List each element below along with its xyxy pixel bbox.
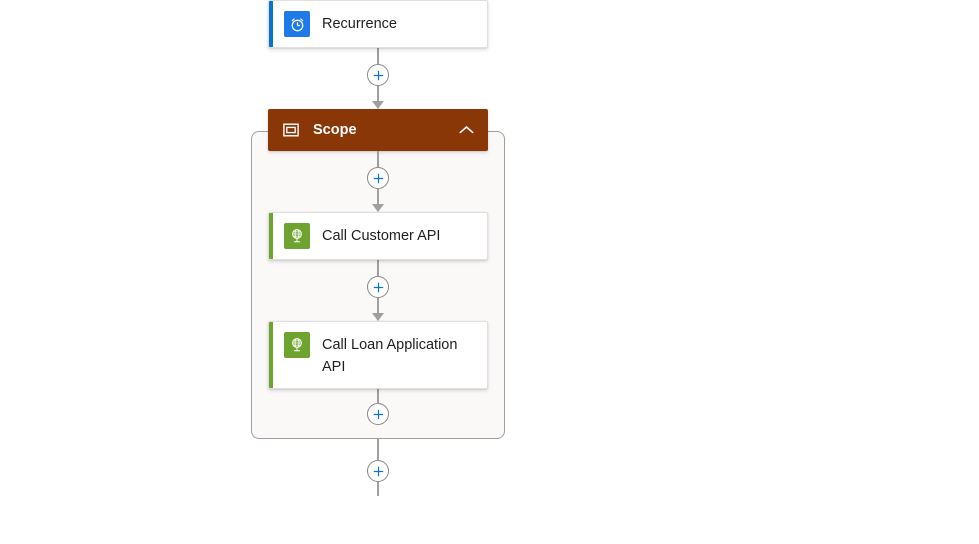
connector-line [377,151,379,167]
connector-trigger-to-scope [248,48,508,109]
connector-arrow [372,86,384,109]
add-step-button-scope-bottom[interactable] [367,403,389,425]
add-step-button-scope-top[interactable] [367,167,389,189]
trigger-card-recurrence[interactable]: Recurrence [268,0,488,48]
connector-arrow [372,189,384,212]
connector-line [377,389,379,403]
connector-action-1-to-action-2 [251,260,505,321]
add-step-button-after-scope[interactable] [367,460,389,482]
action-title: Call Loan Application API [322,337,458,375]
card-accent-bar [269,213,273,259]
action-card-body: Call Customer API [273,213,487,259]
plus-icon [373,173,383,183]
alarm-clock-icon [284,11,310,37]
scope-inner: Scope [251,109,505,439]
trigger-card-body: Recurrence [273,1,487,47]
arrow-head-icon [372,101,384,109]
arrow-head-icon [372,204,384,212]
connector-scope-to-action-1 [251,151,505,212]
scope-header[interactable]: Scope [268,109,488,151]
workflow-flow: Recurrence [248,0,508,496]
connector-line [377,86,379,102]
connector-arrow [372,298,384,321]
card-accent-bar [269,1,273,47]
globe-http-icon [284,223,310,249]
arrow-head-icon [372,313,384,321]
add-step-button-between-actions[interactable] [367,276,389,298]
connector-after-scope [248,439,508,496]
trigger-title: Recurrence [322,16,397,32]
action-card-call-loan-application-api[interactable]: Call Loan Application API [268,321,488,389]
scope-window-icon [282,121,300,139]
connector-line [377,298,379,314]
connector-scope-bottom [251,389,505,425]
plus-icon [373,466,383,476]
plus-icon [373,282,383,292]
plus-icon [373,70,383,80]
plus-icon [373,409,383,419]
action-card-call-customer-api[interactable]: Call Customer API [268,212,488,260]
card-accent-bar [269,322,273,388]
connector-line [377,48,379,64]
connector-line [377,260,379,276]
chevron-up-icon[interactable] [457,121,475,139]
scope-title: Scope [313,122,357,138]
globe-http-icon [284,332,310,358]
scope-container: Scope [251,109,505,439]
action-title: Call Customer API [322,228,441,244]
connector-line [377,189,379,205]
action-card-body: Call Loan Application API [273,322,487,388]
connector-line [377,439,379,460]
connector-line [377,482,379,496]
add-step-button-after-trigger[interactable] [367,64,389,86]
